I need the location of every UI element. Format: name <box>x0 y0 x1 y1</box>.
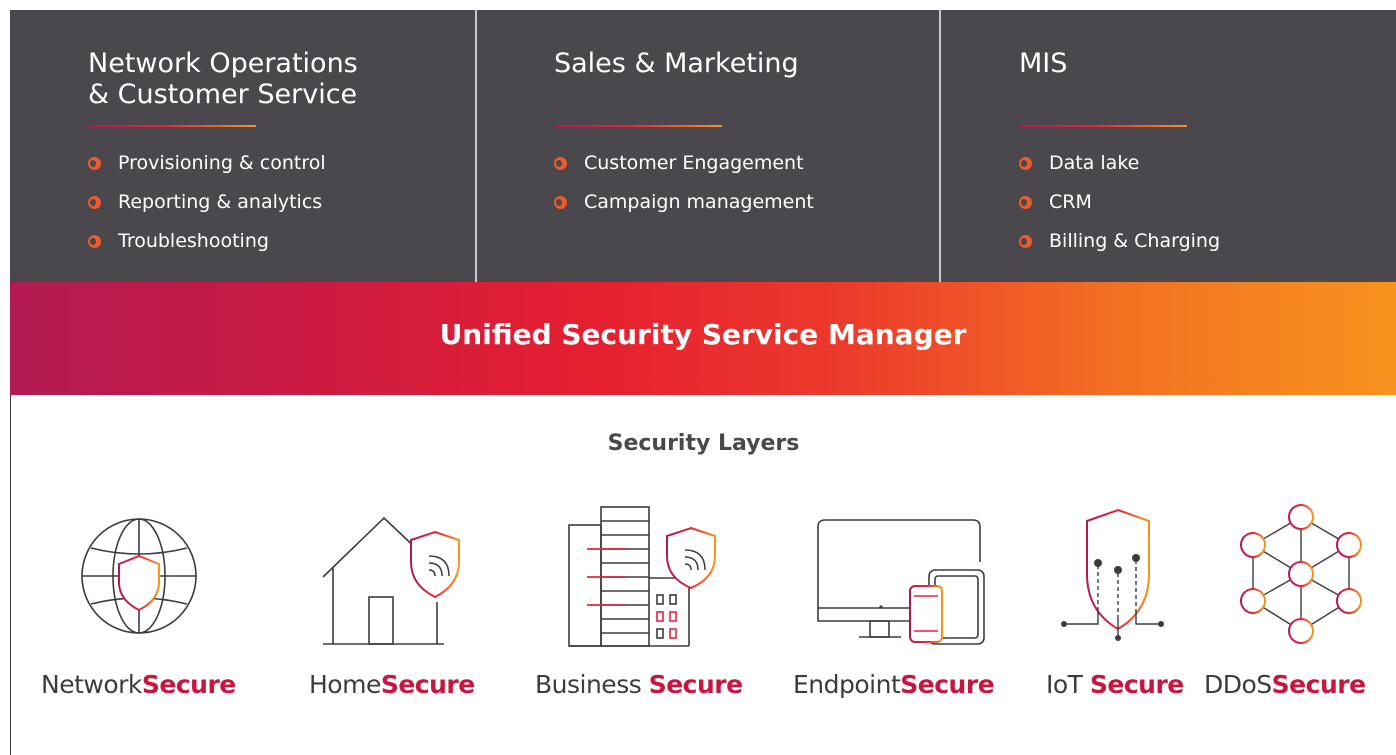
product-name-suffix: Secure <box>380 670 475 699</box>
product-name-suffix: Secure <box>900 670 995 699</box>
banner: Unified Security Service Manager <box>10 282 1396 395</box>
list-item: Campaign management <box>554 187 814 217</box>
column-divider <box>939 10 941 282</box>
product-name-suffix: Secure <box>141 670 236 699</box>
column-network-operations: Network Operations & Customer Service Pr… <box>88 10 468 282</box>
list-item: Provisioning & control <box>88 148 326 178</box>
list-item-label: Customer Engagement <box>584 152 804 174</box>
product-name-prefix: DDoS <box>1204 670 1272 699</box>
list-item-label: Campaign management <box>584 191 814 213</box>
bullet-icon <box>88 234 101 248</box>
product-name: EndpointSecure <box>793 670 995 699</box>
product-name-suffix: Secure <box>1089 670 1184 699</box>
bullet-icon <box>1019 156 1032 170</box>
globe-shield-icon <box>81 518 197 634</box>
product-name-prefix: Network <box>41 670 142 699</box>
product-name: Business Secure <box>535 670 743 699</box>
list-item-label: Provisioning & control <box>118 152 326 174</box>
product-name-prefix: IoT <box>1046 670 1090 699</box>
product-name: DDoSSecure <box>1204 670 1366 699</box>
product-name-suffix: Secure <box>648 670 743 699</box>
product-name-prefix: Endpoint <box>793 670 901 699</box>
column-title: Sales & Marketing <box>554 48 799 79</box>
bullet-icon <box>88 195 101 209</box>
list-item: Reporting & analytics <box>88 187 322 217</box>
security-layers-section: Security Layers NetworkSecure <box>10 395 1396 755</box>
list-item: Billing & Charging <box>1019 226 1220 256</box>
column-title: MIS <box>1019 48 1068 79</box>
list-item: Troubleshooting <box>88 226 269 256</box>
top-panel <box>10 10 1396 282</box>
list-item-label: Reporting & analytics <box>118 191 323 213</box>
list-item-label: Troubleshooting <box>118 230 269 252</box>
column-title: Network Operations & Customer Service <box>88 48 358 110</box>
list-item: CRM <box>1019 187 1092 217</box>
title-underline <box>554 125 722 127</box>
list-item: Data lake <box>1019 148 1139 178</box>
column-divider <box>475 10 477 282</box>
product-name-suffix: Secure <box>1271 670 1366 699</box>
bullet-icon <box>88 156 101 170</box>
product-name-prefix: Business <box>535 670 649 699</box>
column-mis: MIS Data lake CRM Billing & Charging <box>1019 10 1379 282</box>
bullet-icon <box>554 195 567 209</box>
list-item: Customer Engagement <box>554 148 804 178</box>
product-name-prefix: Home <box>309 670 381 699</box>
list-item-label: Data lake <box>1049 152 1140 174</box>
product-name: NetworkSecure <box>41 670 236 699</box>
house-shield-icon <box>322 516 460 645</box>
list-item-label: Billing & Charging <box>1049 230 1221 252</box>
building-shield-icon <box>568 506 716 647</box>
banner-title: Unified Security Service Manager <box>439 318 967 351</box>
title-underline <box>1019 125 1187 127</box>
devices-icon <box>817 519 985 645</box>
bullet-icon <box>1019 195 1032 209</box>
column-sales-marketing: Sales & Marketing Customer Engagement Ca… <box>554 10 924 282</box>
title-underline <box>88 125 256 127</box>
list-item-label: CRM <box>1049 191 1092 213</box>
section-title: Security Layers <box>607 431 800 456</box>
product-name: HomeSecure <box>309 670 475 699</box>
bullet-icon <box>554 156 567 170</box>
product-name: IoT Secure <box>1046 670 1184 699</box>
iot-shield-icon <box>1061 508 1164 641</box>
network-nodes-icon <box>1240 504 1362 644</box>
bullet-icon <box>1019 234 1032 248</box>
